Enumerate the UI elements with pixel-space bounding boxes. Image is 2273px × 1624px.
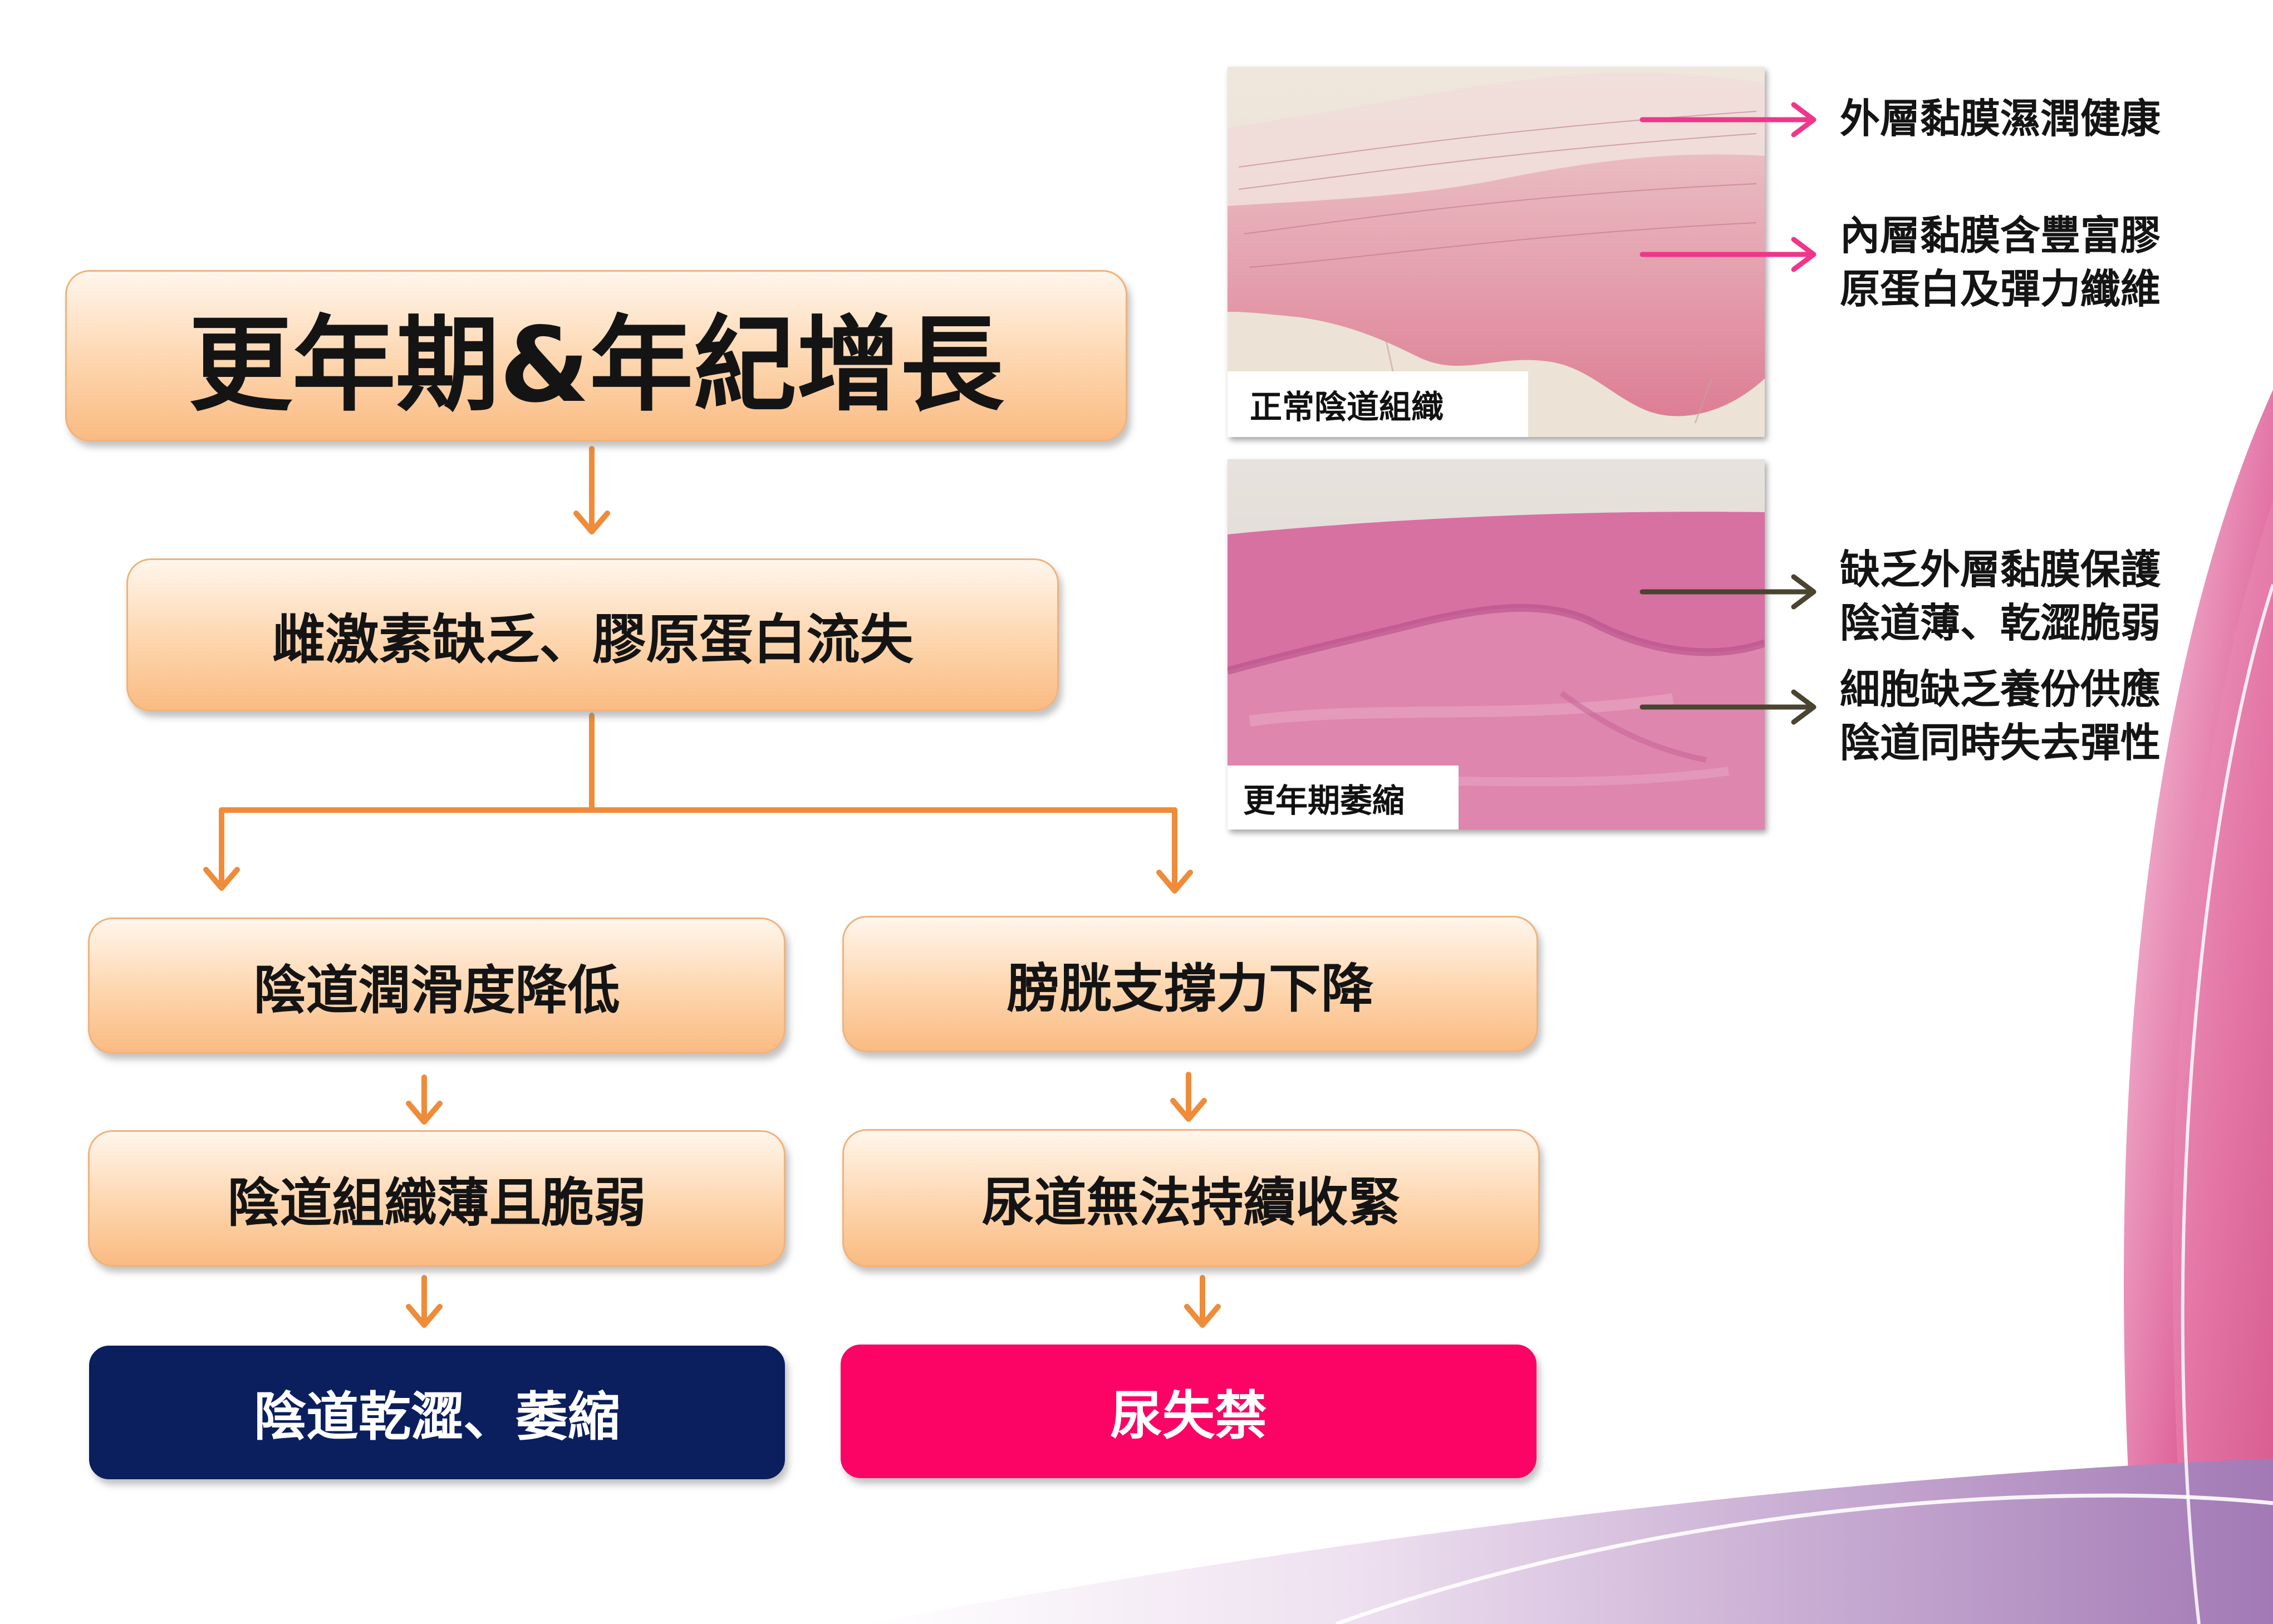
hormone-loss-label: 雌激素缺乏、膠原蛋白流失 <box>272 609 914 671</box>
hormone-loss-box: 雌激素缺乏、膠原蛋白流失 <box>126 558 1059 712</box>
note-cell-nutrition-line2: 陰道同時失去彈性 <box>1840 719 2161 766</box>
vaginal-atrophy-result-label: 陰道乾澀、萎縮 <box>253 1387 620 1448</box>
pink-swoosh-light <box>2172 501 2273 1624</box>
urethra-box: 尿道無法持續收緊 <box>842 1129 1540 1267</box>
note-outer-mucosa-healthy: 外層黏膜濕潤健康 <box>1840 92 2161 145</box>
normal-tissue-caption-text: 正常陰道組織 <box>1250 388 1444 426</box>
vaginal-lubrication-label: 陰道潤滑度降低 <box>253 960 620 1021</box>
note-inner-mucosa-line1: 內層黏膜含豐富膠 <box>1840 212 2161 259</box>
incontinence-result-box: 尿失禁 <box>841 1345 1536 1478</box>
bladder-support-label: 膀胱支撐力下降 <box>1007 958 1373 1019</box>
note-lacking-protection: 缺乏外層黏膜保護 陰道薄、乾澀脆弱 <box>1840 543 2161 650</box>
incontinence-result-label: 尿失禁 <box>1110 1386 1267 1446</box>
top-cause-label: 更年期&年紀增長 <box>188 305 1004 425</box>
note-inner-mucosa-line2: 原蛋白及彈力纖維 <box>1840 266 2161 312</box>
atrophy-tissue-image <box>1228 459 1765 830</box>
normal-tissue-caption: 正常陰道組織 <box>1228 371 1528 437</box>
vaginal-atrophy-result-box: 陰道乾澀、萎縮 <box>89 1346 785 1479</box>
atrophy-tissue-caption-text: 更年期萎縮 <box>1243 781 1405 820</box>
atrophy-tissue-micrograph: 更年期萎縮 <box>1228 459 1765 830</box>
note-inner-mucosa-collagen: 內層黏膜含豐富膠 原蛋白及彈力纖維 <box>1840 209 2161 316</box>
atrophy-tissue-caption: 更年期萎縮 <box>1228 766 1459 830</box>
vaginal-tissue-box: 陰道組織薄且脆弱 <box>88 1130 786 1267</box>
top-cause-box: 更年期&年紀增長 <box>65 270 1127 441</box>
purple-swoosh <box>863 1459 2273 1624</box>
pink-swoosh <box>2123 390 2273 1624</box>
note-cell-nutrition-line1: 細胞缺乏養份供應 <box>1840 666 2161 713</box>
bladder-support-box: 膀胱支撐力下降 <box>842 916 1538 1052</box>
note-lacking-protection-line1: 缺乏外層黏膜保護 <box>1840 546 2161 593</box>
white-curve <box>1335 1493 2273 1624</box>
note-lacking-protection-line2: 陰道薄、乾澀脆弱 <box>1840 600 2161 646</box>
vaginal-tissue-label: 陰道組織薄且脆弱 <box>227 1172 646 1234</box>
white-curve <box>2181 584 2273 1624</box>
note-cell-nutrition: 細胞缺乏養份供應 陰道同時失去彈性 <box>1840 663 2161 769</box>
note-outer-mucosa-healthy-text: 外層黏膜濕潤健康 <box>1840 95 2161 142</box>
urethra-label: 尿道無法持續收緊 <box>981 1172 1401 1233</box>
vaginal-lubrication-box: 陰道潤滑度降低 <box>88 918 786 1054</box>
